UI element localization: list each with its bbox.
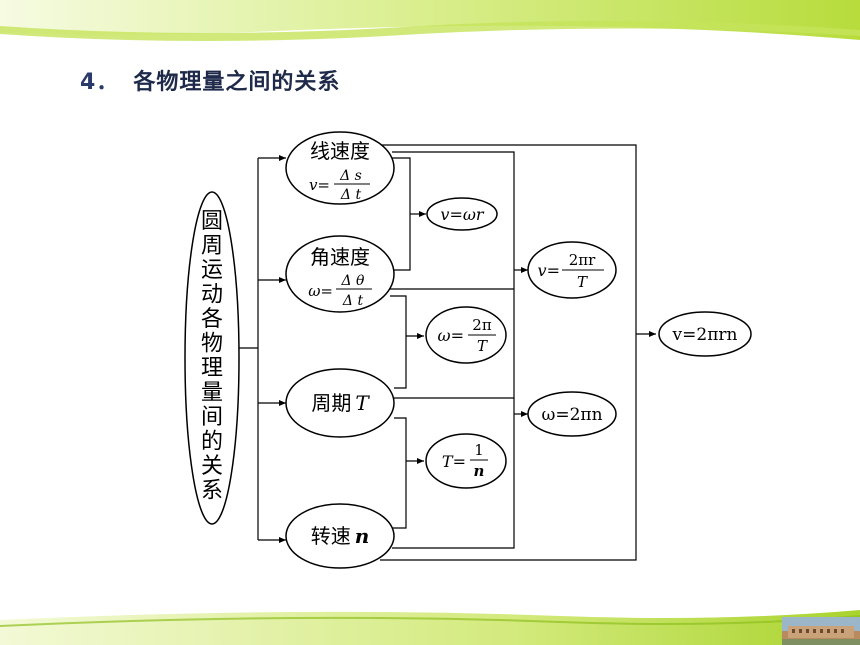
angular-velocity-num: Δ θ (341, 273, 366, 289)
rotation-speed-name: 转速 (311, 524, 351, 548)
formula-T-1-n-num: 1 (474, 441, 484, 459)
formula-w-2pi-T-num: 2π (472, 316, 492, 334)
linear-velocity-num: Δ s (339, 168, 362, 184)
period-name: 周期 (311, 391, 351, 415)
angular-velocity-den: Δ t (342, 293, 364, 309)
slide-title: 4． 各物理量之间的关系 (80, 64, 340, 96)
root-label-char: 运 (201, 258, 223, 283)
formula-v-wr-node (426, 197, 498, 231)
period-node (285, 368, 395, 438)
formula-T-1-n-den: n (474, 462, 485, 480)
formula-v-2pir-T-num: 2πr (569, 251, 596, 269)
period-symbol: T (355, 391, 370, 415)
root-label-char: 物 (201, 332, 223, 357)
root-label-char: 动 (201, 283, 223, 308)
root-label-char: 各 (201, 307, 223, 332)
linear-velocity-node (285, 131, 395, 205)
formula-w-2pi-T-node (425, 306, 507, 364)
formula-v-2pir-T-den: T (577, 273, 588, 291)
root-label-char: 的 (201, 430, 223, 455)
formula-w-2pin-node (527, 391, 617, 437)
root-label-char: 间 (201, 405, 223, 430)
angular-velocity-lhs: ω= (308, 282, 333, 300)
slide-title-text: 各物理量之间的关系 (133, 70, 341, 95)
root-ellipse (184, 191, 240, 525)
linear-velocity-lhs: v= (309, 176, 330, 194)
formula-w-2pin: ω=2πn (541, 405, 602, 425)
formula-T-1-n-lhs: T= (442, 452, 466, 471)
bottom-decorative-band (0, 610, 860, 645)
root-label-char: 量 (201, 381, 223, 406)
rotation-speed-symbol: n (355, 524, 370, 548)
formula-w-2pi-T-lhs: ω= (438, 326, 464, 345)
angular-velocity-node (285, 235, 395, 313)
root-label-char: 系 (201, 479, 223, 504)
connector-lines (238, 144, 656, 561)
school-building-logo (782, 617, 860, 645)
formula-v-2pirn: v=2πrn (672, 325, 738, 345)
root-label-char: 理 (201, 356, 223, 381)
linear-velocity-name: 线速度 (310, 139, 370, 163)
formula-v-wr: v=ωr (440, 205, 484, 224)
formula-T-1-n-node (425, 433, 507, 489)
rotation-speed-node (285, 503, 395, 569)
formula-v-2pirn-node (658, 311, 752, 357)
formula-v-2pir-T-lhs: v= (538, 261, 560, 280)
slide-number: 4． (80, 70, 120, 95)
root-label-char: 关 (201, 454, 223, 479)
linear-velocity-den: Δ t (340, 187, 362, 203)
root-label-char: 圆 (201, 209, 223, 234)
top-decorative-band (0, 0, 860, 62)
root-label-char: 周 (201, 234, 223, 259)
angular-velocity-name: 角速度 (310, 245, 370, 269)
formula-w-2pi-T-den: T (477, 337, 488, 355)
